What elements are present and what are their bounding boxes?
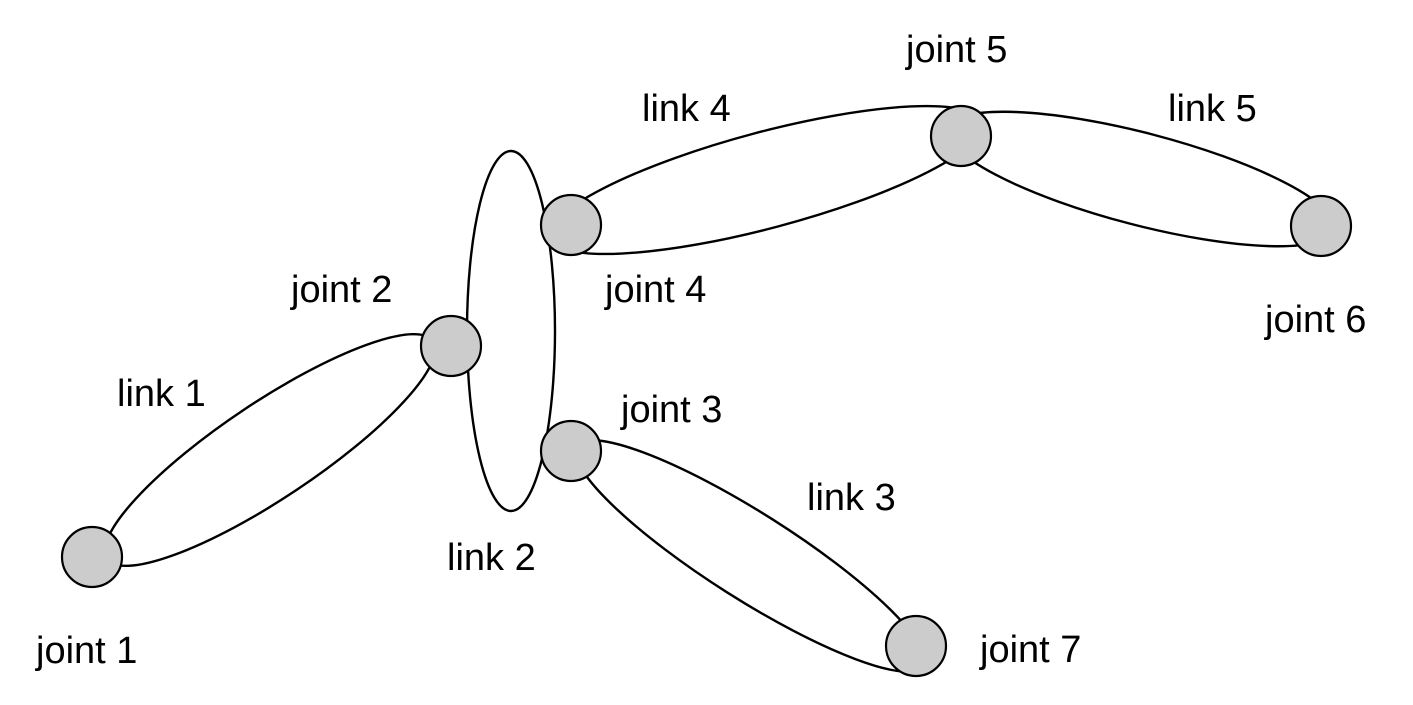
link-5-label: link 5 [1168,88,1257,130]
link-3-label: link 3 [807,477,896,519]
joint-5-circle [929,104,993,168]
link-1-label: link 1 [117,373,206,415]
link-4-label: link 4 [642,88,731,130]
joint-2-circle [419,314,483,378]
link-4-shape [547,104,985,256]
joint-7-label: joint 7 [979,629,1081,671]
joint-4-label: joint 4 [604,269,706,311]
joint-5-label: joint 5 [905,29,1007,71]
joint-6-label: joint 6 [1264,299,1366,341]
joint-6-circle [1289,194,1353,258]
joint-4-circle [539,193,603,257]
joint-1-label: joint 1 [35,630,137,672]
joint-7-circle [884,614,948,678]
link-3-shape [574,439,926,673]
joint-2-label: joint 2 [290,269,392,311]
joint-3-circle [539,419,603,483]
link-5-shape [945,110,1337,248]
link-2-label: link 2 [447,537,536,579]
joint-1-circle [60,525,124,589]
joint-3-label: joint 3 [620,389,722,431]
link-1-shape [103,332,437,568]
